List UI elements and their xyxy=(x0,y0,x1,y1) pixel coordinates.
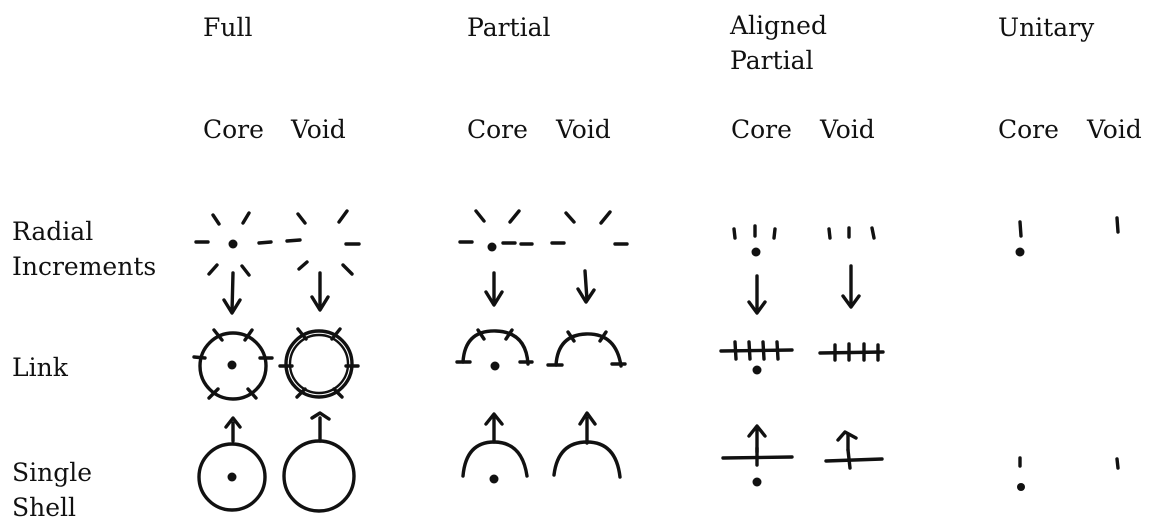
aligned-partial-void-radial-glyph xyxy=(827,226,876,240)
aligned-partial-core-arrow-down xyxy=(747,274,767,315)
partial-void-arrow-down xyxy=(576,269,596,304)
row-label-radial-increments: Radial Increments xyxy=(12,217,157,281)
full-core-arrow-down xyxy=(222,271,242,315)
unitary-core-radial-glyph xyxy=(1015,220,1025,257)
full-core-shell-glyph xyxy=(197,442,267,512)
aligned-partial-void-arrow-up xyxy=(836,430,858,452)
partial-core-arrow-down xyxy=(484,271,504,307)
full-core-label: Core xyxy=(203,115,264,144)
full-core-radial-glyph xyxy=(194,211,273,277)
full-core-arrow-up xyxy=(224,416,242,443)
unitary-core-label: Core xyxy=(998,115,1059,144)
full-void-label: Void xyxy=(291,115,346,144)
full-void-shell-glyph xyxy=(282,439,356,513)
partial-void-radial-glyph xyxy=(550,210,629,246)
aligned-partial-void-shell-glyph xyxy=(824,448,884,470)
aligned-partial-void-link-glyph xyxy=(818,342,885,362)
partial-void-shell-glyph xyxy=(552,440,622,479)
aligned-partial-core-radial-glyph xyxy=(732,224,777,257)
full-void-radial-glyph xyxy=(285,209,361,276)
aligned-partial-void-arrow-down xyxy=(841,264,861,309)
aligned-partial-core-shell-glyph xyxy=(721,446,794,487)
unitary-core-shell-glyph xyxy=(1017,456,1025,491)
column-header-full: Full xyxy=(203,13,253,42)
row-label-single-shell: Single Shell xyxy=(12,458,93,522)
partial-core-label: Core xyxy=(467,115,528,144)
aligned-partial-void-label: Void xyxy=(820,115,875,144)
full-void-arrow-up xyxy=(310,411,331,443)
partial-core-link-glyph xyxy=(455,328,534,371)
partial-void-link-glyph xyxy=(546,330,627,368)
aligned-partial-core-label: Core xyxy=(731,115,792,144)
full-core-link-glyph xyxy=(192,328,274,401)
full-void-link-glyph xyxy=(278,327,360,399)
column-header-partial: Partial xyxy=(467,13,551,42)
partial-core-arrow-up xyxy=(484,412,504,444)
partial-core-shell-glyph xyxy=(461,440,529,484)
unitary-void-radial-glyph xyxy=(1115,216,1120,234)
aligned-partial-core-link-glyph xyxy=(719,340,794,375)
partial-void-arrow-up xyxy=(578,411,597,445)
column-header-aligned-partial: Aligned Partial xyxy=(730,11,827,75)
unitary-void-label: Void xyxy=(1087,115,1142,144)
unitary-void-shell-glyph xyxy=(1115,457,1120,470)
row-label-link: Link xyxy=(12,353,68,382)
partial-void-label: Void xyxy=(556,115,611,144)
partial-core-radial-glyph xyxy=(458,209,534,252)
full-void-arrow-down xyxy=(310,271,330,312)
column-header-unitary: Unitary xyxy=(998,13,1095,42)
